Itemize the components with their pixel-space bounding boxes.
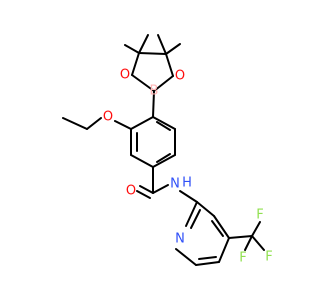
fluorine-atom-label: F [239, 251, 246, 266]
bond [185, 201, 198, 227]
bond [195, 261, 220, 266]
bond [157, 34, 167, 55]
bond [152, 90, 155, 118]
bond [218, 237, 230, 263]
bond [131, 74, 155, 92]
fluorine-atom-label: F [256, 208, 263, 223]
bond [130, 154, 154, 168]
bond [62, 117, 88, 130]
bond [251, 235, 265, 251]
bond [152, 116, 176, 130]
bond [152, 184, 169, 194]
bond [156, 121, 171, 131]
hydrogen-atom-label: H [182, 176, 192, 191]
bond [152, 154, 176, 168]
bond [86, 117, 102, 130]
bond [138, 34, 149, 54]
bond [139, 185, 154, 194]
bond [228, 235, 253, 239]
bond [138, 52, 167, 55]
bond [156, 153, 171, 163]
canvas-background [0, 0, 300, 300]
bond [131, 52, 140, 76]
molecule-structure-diagram: O O B O O N H N F F F [0, 0, 300, 300]
oxygen-atom-label: O [175, 69, 185, 84]
nitrogen-atom-label: N [175, 232, 185, 247]
bond [251, 221, 261, 237]
oxygen-atom-label: O [120, 68, 130, 83]
nitrogen-atom-label: N [170, 177, 180, 192]
bond [165, 53, 174, 77]
bond [165, 43, 181, 55]
oxygen-atom-label: O [126, 184, 136, 199]
fluorine-atom-label: F [265, 250, 272, 265]
bond [175, 248, 197, 266]
bond [124, 44, 140, 54]
bond [153, 75, 174, 92]
bond [244, 235, 253, 251]
bond [179, 190, 198, 203]
oxygen-atom-label: O [103, 110, 113, 125]
bond [136, 190, 151, 199]
bond [130, 116, 154, 130]
bond [198, 256, 217, 260]
bond [190, 209, 201, 229]
bond [213, 215, 230, 239]
bond [114, 120, 132, 130]
boron-atom-label: B [150, 84, 159, 99]
bond [211, 220, 224, 237]
bond [196, 201, 215, 217]
